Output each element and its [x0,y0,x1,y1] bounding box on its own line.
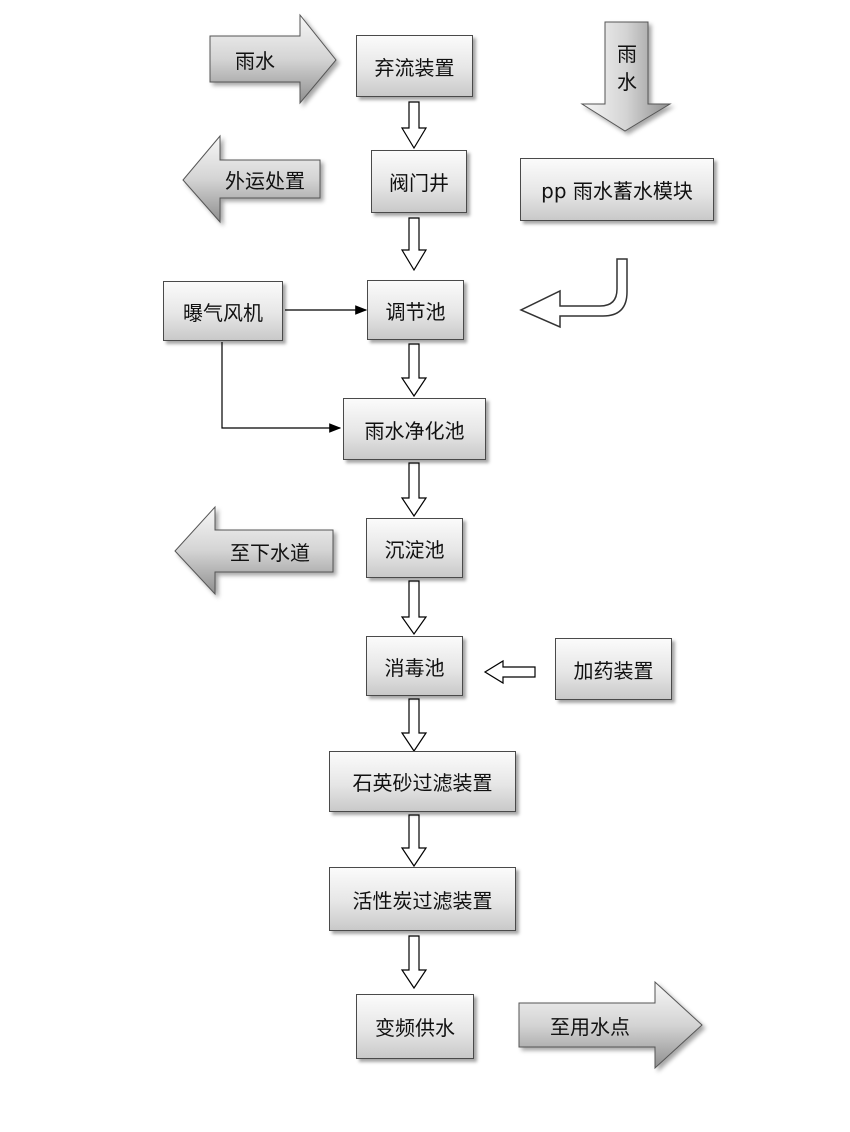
down-arrow-3 [400,343,428,398]
sedimentation-tank-box: 沉淀池 [366,518,463,578]
rain-down-label-bottom: 水 [617,70,637,94]
rain-down-arrow [580,21,672,132]
curved-return-arrow [519,258,628,329]
down-arrow-4 [400,462,428,518]
purification-tank-box: 雨水净化池 [343,398,486,460]
dosing-device-box: 加药装置 [555,638,672,700]
down-arrow-2 [400,217,428,272]
rain-down-label: 雨 水 [612,40,642,96]
aeration-blower-box: 曝气风机 [163,281,283,341]
to-use-point-arrow [518,980,703,1070]
down-arrow-6 [400,698,428,753]
vfd-supply-box: 变频供水 [356,994,474,1059]
down-arrow-5 [400,580,428,636]
down-arrow-8 [400,935,428,990]
transport-disposal-label: 外运处置 [225,168,305,193]
transport-disposal-arrow [182,134,321,224]
rain-down-label-top: 雨 [617,42,637,66]
valve-well-box: 阀门井 [371,150,467,213]
down-arrow-1 [400,101,428,150]
dosing-left-arrow [483,659,536,685]
to-sewer-arrow [174,505,334,596]
pp-module-box: pp 雨水蓄水模块 [520,158,714,221]
rain-inflow-label: 雨水 [235,48,275,73]
rain-inflow-arrow [209,13,337,105]
to-sewer-label: 至下水道 [230,540,310,565]
diversion-device-box: 弃流装置 [356,35,473,97]
blower-to-purification-line [221,342,342,433]
to-use-point-label: 至用水点 [550,1014,630,1039]
down-arrow-7 [400,814,428,868]
disinfection-tank-box: 消毒池 [366,636,463,696]
regulating-tank-box: 调节池 [367,280,464,340]
carbon-filter-box: 活性炭过滤装置 [329,867,516,931]
quartz-filter-box: 石英砂过滤装置 [329,751,516,812]
